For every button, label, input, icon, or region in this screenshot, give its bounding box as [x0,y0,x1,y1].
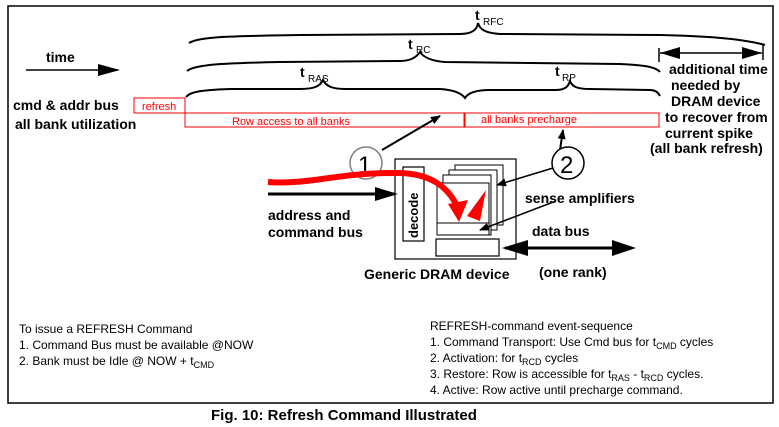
address-bus-label-line2: command bus [268,224,363,240]
svg-text:current spike: current spike [665,125,753,141]
tRAS-label: t RAS [300,64,329,85]
time-label: time [46,49,75,65]
row-access-label: Row access to all banks [232,116,350,128]
address-bus-label-line1: address and [268,207,350,223]
refresh-flow-arrowhead-icon [448,200,468,222]
refresh-flow-arrow [267,169,461,210]
tRP-label: t RP [555,63,576,84]
svg-text:2. Bank must be Idle @ NOW + t: 2. Bank must be Idle @ NOW + tCMD [19,354,215,370]
data-bus-arrowhead-left-icon [502,240,528,256]
additional-time-arrowhead-left-icon [660,47,680,59]
sense-amplifiers-label: sense amplifiers [525,190,635,206]
brace-trfc [188,22,766,46]
svg-text:t: t [408,36,413,52]
svg-text:1. Command Bus must be availab: 1. Command Bus must be available @NOW [19,338,254,352]
svg-text:REFRESH-command event-sequence: REFRESH-command event-sequence [430,319,633,333]
brace-tras [185,77,661,100]
decoder-label: decode [406,192,421,238]
cmd-addr-bus-label: cmd & addr bus [13,97,119,113]
data-bus-label: data bus [532,223,590,239]
brace-trc [186,50,661,73]
dram-device-label: Generic DRAM device [364,266,510,282]
callout-1-arrow [381,115,441,151]
svg-text:t: t [300,64,305,80]
refresh-box [133,97,186,114]
figure-caption: Fig. 10: Refresh Command Illustrated [211,407,477,424]
callout-2-arrow [557,129,566,151]
refresh-flow-up-arrow-icon [467,190,486,221]
refresh-box-label: refresh [142,101,176,113]
svg-text:1. Command Transport: Use Cmd: 1. Command Transport: Use Cmd bus for tC… [430,335,713,351]
svg-text:RAS: RAS [308,74,329,85]
svg-text:additional time: additional time [669,61,768,77]
callout-2-label: 2 [560,152,573,179]
refresh-requirements-notes: To issue a REFRESH Command 1. Command Bu… [19,322,254,370]
svg-text:RFC: RFC [483,17,504,28]
svg-text:4. Active: Row active until pr: 4. Active: Row active until precharge co… [430,383,683,397]
figure-frame [7,5,774,404]
svg-text:needed by: needed by [671,77,740,93]
tRC-label: t RC [408,36,430,56]
precharge-label: all banks precharge [481,114,577,126]
svg-text:to recover from: to recover from [665,109,768,125]
callout-2-circle [551,146,585,180]
sense-amp-pointer [479,200,557,231]
svg-text:DRAM device: DRAM device [671,93,761,109]
svg-text:RC: RC [416,45,430,56]
data-bus-arrowhead-right-icon [612,240,636,256]
io-block [435,238,500,257]
refresh-event-sequence-notes: REFRESH-command event-sequence 1. Comman… [430,319,713,397]
svg-text:3. Restore: Row is accessible: 3. Restore: Row is accessible for tRAS -… [430,367,703,383]
callout-2-pointer-bank [496,167,554,187]
svg-text:RP: RP [562,73,576,84]
svg-text:2. Activation: for tRCD cycles: 2. Activation: for tRCD cycles [430,351,578,367]
precharge-box [463,112,660,128]
row-access-box [184,112,466,128]
svg-text:t: t [555,63,560,79]
tRFC-label: t RFC [475,7,504,28]
address-bus-arrowhead-icon [375,187,398,201]
bank-utilization-label: all bank utilization [15,116,136,132]
svg-text:(all bank refresh): (all bank refresh) [650,140,763,156]
svg-text:To issue a REFRESH Command: To issue a REFRESH Command [19,322,192,336]
time-arrowhead-icon [98,64,120,76]
rank-label: (one rank) [539,264,607,280]
additional-time-text: additional time needed by DRAM device to… [650,61,768,156]
decoder-block [402,166,425,242]
svg-text:t: t [475,7,480,23]
additional-time-arrowhead-right-icon [742,47,762,59]
